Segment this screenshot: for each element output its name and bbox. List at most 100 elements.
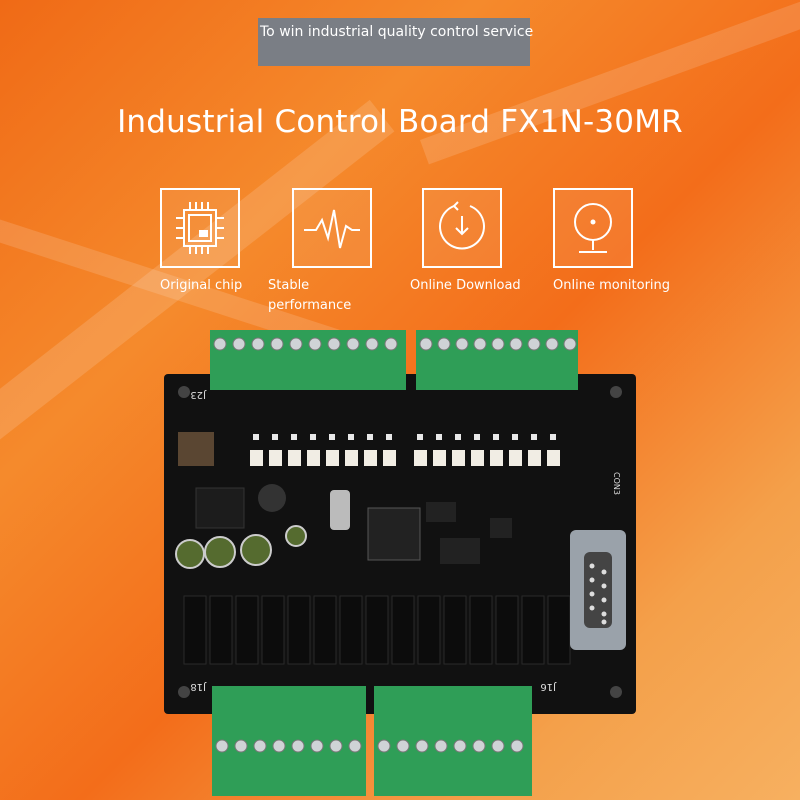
optocoupler [528, 450, 541, 466]
terminal-screw [329, 739, 343, 753]
optocoupler [250, 450, 263, 466]
terminal-screw [419, 337, 433, 351]
status-led [253, 434, 259, 440]
relay [339, 595, 363, 665]
optocoupler [326, 450, 339, 466]
feature-original-chip [160, 188, 240, 268]
terminal-screw [253, 739, 267, 753]
status-led [455, 434, 461, 440]
relay [183, 595, 207, 665]
terminal-screw [455, 337, 469, 351]
terminal-screw [310, 739, 324, 753]
terminal-screw [434, 739, 448, 753]
banner-text: To win industrial quality control servic… [260, 24, 534, 40]
optocoupler [547, 450, 560, 466]
control-board-photo: J23 J18 J16 CON3 [160, 322, 640, 798]
optocoupler [383, 450, 396, 466]
optocoupler [452, 450, 465, 466]
waveform-icon [304, 209, 360, 249]
terminal-screw [472, 739, 486, 753]
terminal-screw [510, 739, 524, 753]
relay [209, 595, 233, 665]
terminal-screw [545, 337, 559, 351]
banner-box [258, 18, 530, 66]
relay [443, 595, 467, 665]
terminal-screw [346, 337, 360, 351]
terminal-screw [272, 739, 286, 753]
optocoupler [433, 450, 446, 466]
terminal-screw [270, 337, 284, 351]
status-led [291, 434, 297, 440]
terminal-screw [491, 739, 505, 753]
status-led [436, 434, 442, 440]
silk-j23: J23 [190, 389, 207, 400]
relay [547, 595, 571, 665]
status-led [493, 434, 499, 440]
terminal-screw [396, 739, 410, 753]
optocoupler [471, 450, 484, 466]
status-led [531, 434, 537, 440]
feature-label-stable-performance: Stable performance [268, 278, 352, 313]
terminal-screw [415, 739, 429, 753]
feature-label-original-chip: Original chip [160, 278, 243, 293]
terminal-screw [215, 739, 229, 753]
status-led [417, 434, 423, 440]
status-led [348, 434, 354, 440]
relay [261, 595, 285, 665]
terminal-screw [213, 337, 227, 351]
headline: Industrial Control Board FX1N-30MR [117, 104, 683, 140]
terminal-screw [377, 739, 391, 753]
relay [365, 595, 389, 665]
optocoupler [345, 450, 358, 466]
terminal-screw [365, 337, 379, 351]
control-board: J23 J18 J16 CON3 [164, 330, 636, 796]
status-led [512, 434, 518, 440]
status-led [329, 434, 335, 440]
optocoupler [490, 450, 503, 466]
terminal-screw [251, 337, 265, 351]
terminal-screw [308, 337, 322, 351]
terminal-screw [289, 337, 303, 351]
relay [495, 595, 519, 665]
monitor-icon [574, 203, 612, 253]
status-led [550, 434, 556, 440]
terminal-screw [473, 337, 487, 351]
optocoupler [414, 450, 427, 466]
terminal-screw [232, 337, 246, 351]
terminal-screw [384, 337, 398, 351]
relay [235, 595, 259, 665]
terminal-screw [234, 739, 248, 753]
silk-j16: J16 [540, 681, 557, 692]
feature-online-monitoring [553, 188, 633, 268]
feature-label-online-download: Online Download [410, 278, 521, 293]
relay [521, 595, 545, 665]
status-led [310, 434, 316, 440]
relay [469, 595, 493, 665]
status-led [272, 434, 278, 440]
relay [287, 595, 311, 665]
terminal-screw [563, 337, 577, 351]
silk-j18: J18 [190, 681, 207, 692]
status-led [474, 434, 480, 440]
relay [417, 595, 441, 665]
feature-stable-performance [292, 188, 372, 268]
download-icon [439, 201, 485, 250]
optocoupler [509, 450, 522, 466]
optocoupler [288, 450, 301, 466]
status-led [386, 434, 392, 440]
terminal-screw [491, 337, 505, 351]
status-led [367, 434, 373, 440]
chip-icon [176, 202, 224, 254]
terminal-screw [291, 739, 305, 753]
silk-con3: CON3 [612, 472, 621, 495]
optocoupler [364, 450, 377, 466]
relay [391, 595, 415, 665]
terminal-screw [527, 337, 541, 351]
optocoupler [269, 450, 282, 466]
feature-label-online-monitoring: Online monitoring [553, 278, 671, 293]
terminal-screw [348, 739, 362, 753]
terminal-screw [437, 337, 451, 351]
optocoupler [307, 450, 320, 466]
terminal-screw [453, 739, 467, 753]
